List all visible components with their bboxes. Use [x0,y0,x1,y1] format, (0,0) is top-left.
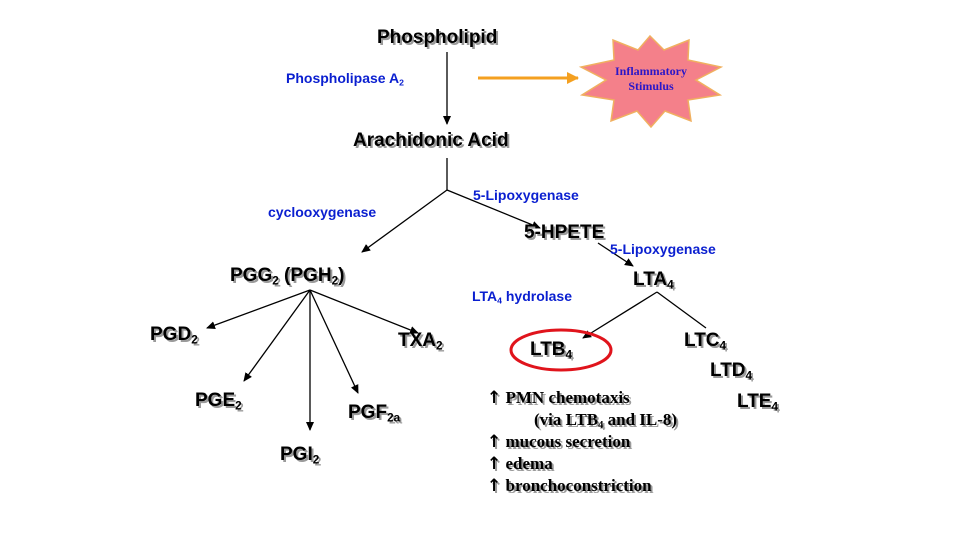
arrow-lta4-to-ltb4 [582,291,658,339]
pgg2-pgh2-label: PGG2 (PGH2) [230,265,345,288]
5-hpete-label: 5-HPETE [524,222,605,243]
arrow-pgg-to-pge2 [243,289,311,382]
effect-mucous-secretion: ↑ mucous secretion [487,432,631,452]
arrow-pgg-to-txa2 [309,289,419,334]
effect-bronchoconstriction: ↑ bronchoconstriction [487,476,652,496]
arrow-aa-to-hpete [446,189,541,229]
lta4-label: LTA4 [633,269,674,292]
up-arrow-icon: ↑ [487,476,502,496]
cyclooxygenase-label: cyclooxygenase [268,204,377,220]
arrow-pgg-to-pgf2a [309,289,359,394]
5-lipoxygenase-label-1: 5-Lipoxygenase [473,187,579,203]
pgf2a-label: PGF2a [348,402,401,425]
up-arrow-icon: ↑ [487,388,502,408]
arrow-hpete-to-lta4 [597,242,634,267]
ltb4-label: LTB4 [530,339,573,362]
stimulus-starburst [578,34,724,129]
phospholipid-label: Phospholipid [377,27,498,48]
ltb4-highlight-circle [509,328,613,372]
arachidonic-acid-label: Arachidonic Acid [353,130,509,151]
line-lta4-to-ltc4 [656,291,707,329]
5-lipoxygenase-label-2: 5-Lipoxygenase [610,241,716,257]
lte4-label: LTE4 [737,391,779,414]
up-arrow-icon: ↑ [487,454,502,474]
pgi2-label: PGI2 [280,444,320,467]
effect-via-ltb4-il8: (via LTB4 and IL-8) [534,410,678,431]
ltc4-label: LTC4 [684,330,727,353]
arrow-aa-to-pgg [361,189,448,253]
pge2-label: PGE2 [195,390,242,413]
effect-pmn-chemotaxis: ↑ PMN chemotaxis [487,388,630,408]
pgd2-label: PGD2 [150,324,198,347]
txa2-label: TXA2 [398,330,443,353]
effect-edema: ↑ edema [487,454,553,474]
lta4-hydrolase-label: LTA4 hydrolase [472,288,572,306]
up-arrow-icon: ↑ [487,432,502,452]
ltd4-label: LTD4 [710,360,753,383]
inflammatory-stimulus-label: Inflammatory Stimulus [615,64,687,93]
arrow-pgg-to-pgd2 [206,289,311,329]
phospholipase-a2-label: Phospholipase A2 [286,70,404,88]
